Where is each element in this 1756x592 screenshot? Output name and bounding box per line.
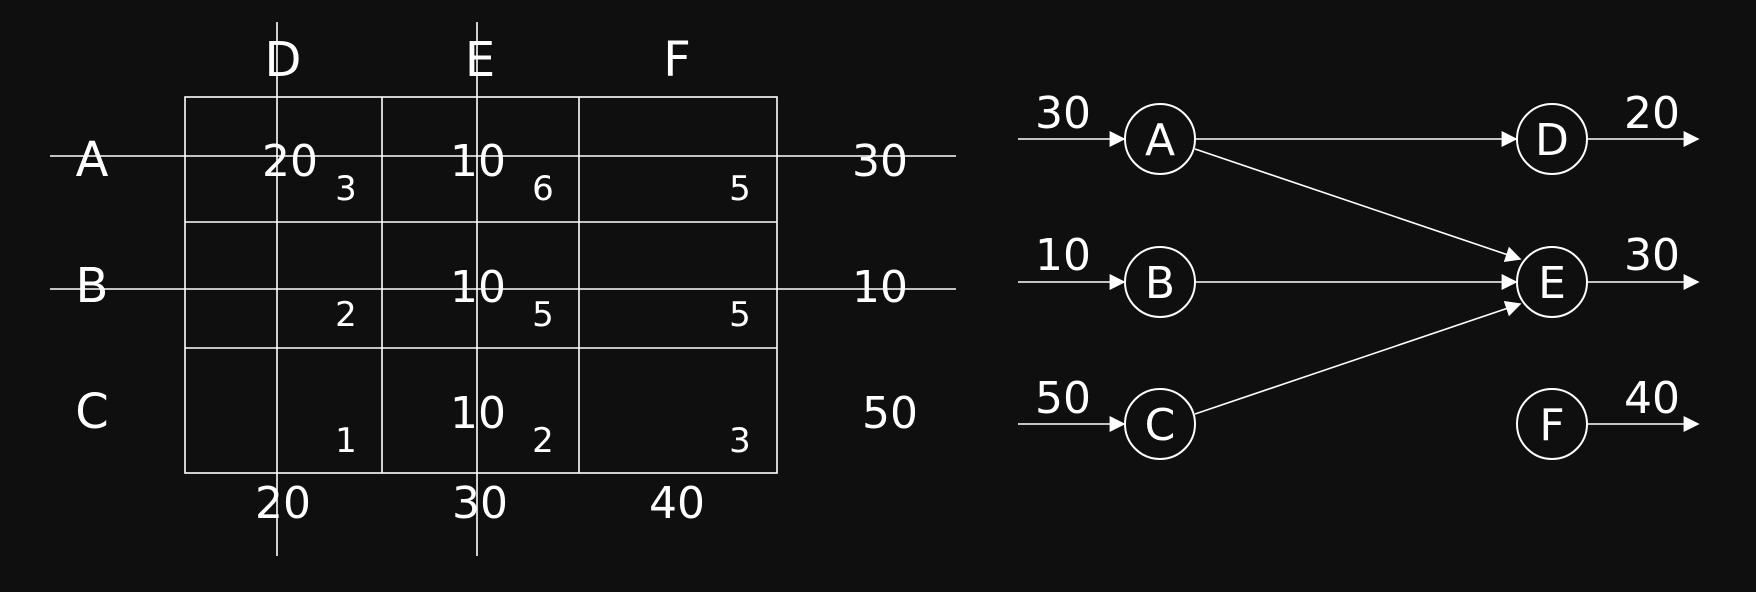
demand-f: 40	[649, 478, 705, 529]
row-label-b: B	[76, 258, 109, 314]
network-graph: 30 10 50 20 30 40 A B C D	[1018, 88, 1700, 460]
node-d-label: D	[1535, 115, 1569, 166]
node-c: C	[1124, 388, 1196, 460]
network-demand-e: 30	[1624, 230, 1680, 281]
cost-c-e: 2	[532, 421, 554, 461]
node-e: E	[1516, 246, 1588, 318]
node-e-label: E	[1538, 258, 1566, 309]
row-label-a: A	[76, 132, 109, 188]
supply-a: 30	[852, 136, 908, 187]
allocation-c-e: 10	[450, 388, 506, 439]
node-f: F	[1516, 388, 1588, 460]
node-a-label: A	[1145, 115, 1175, 166]
cost-b-e: 5	[532, 295, 554, 335]
column-header-d: D	[265, 32, 302, 88]
node-a: A	[1124, 103, 1196, 175]
supply-c: 50	[862, 388, 918, 439]
cost-b-d: 2	[335, 295, 357, 335]
network-supply-c: 50	[1035, 373, 1091, 424]
node-c-label: C	[1145, 400, 1176, 451]
column-header-f: F	[663, 32, 691, 88]
column-header-e: E	[465, 32, 495, 88]
cost-c-f: 3	[729, 421, 751, 461]
network-supply-a: 30	[1035, 88, 1091, 139]
supply-b: 10	[852, 262, 908, 313]
network-supply-b: 10	[1035, 230, 1091, 281]
row-label-c: C	[75, 384, 109, 440]
allocation-a-d: 20	[262, 136, 318, 187]
table-grid	[184, 96, 778, 474]
demand-d: 20	[255, 478, 311, 529]
edge-a-e	[1194, 148, 1522, 262]
node-b-label: B	[1145, 258, 1175, 309]
cost-a-d: 3	[335, 169, 357, 209]
transportation-table: D E F A B C 20 10 10 10 3 6 5 2 5 5 1	[50, 22, 956, 556]
node-b: B	[1124, 246, 1196, 318]
demand-e: 30	[452, 478, 508, 529]
cost-a-e: 6	[532, 169, 554, 209]
network-demand-d: 20	[1624, 88, 1680, 139]
node-f-label: F	[1539, 400, 1564, 451]
node-d: D	[1516, 103, 1588, 175]
cost-a-f: 5	[729, 169, 751, 209]
cost-c-d: 1	[335, 421, 357, 461]
allocation-b-e: 10	[450, 262, 506, 313]
cost-b-f: 5	[729, 295, 751, 335]
network-demand-f: 40	[1624, 373, 1680, 424]
allocation-a-e: 10	[450, 136, 506, 187]
edge-c-e	[1194, 301, 1522, 415]
